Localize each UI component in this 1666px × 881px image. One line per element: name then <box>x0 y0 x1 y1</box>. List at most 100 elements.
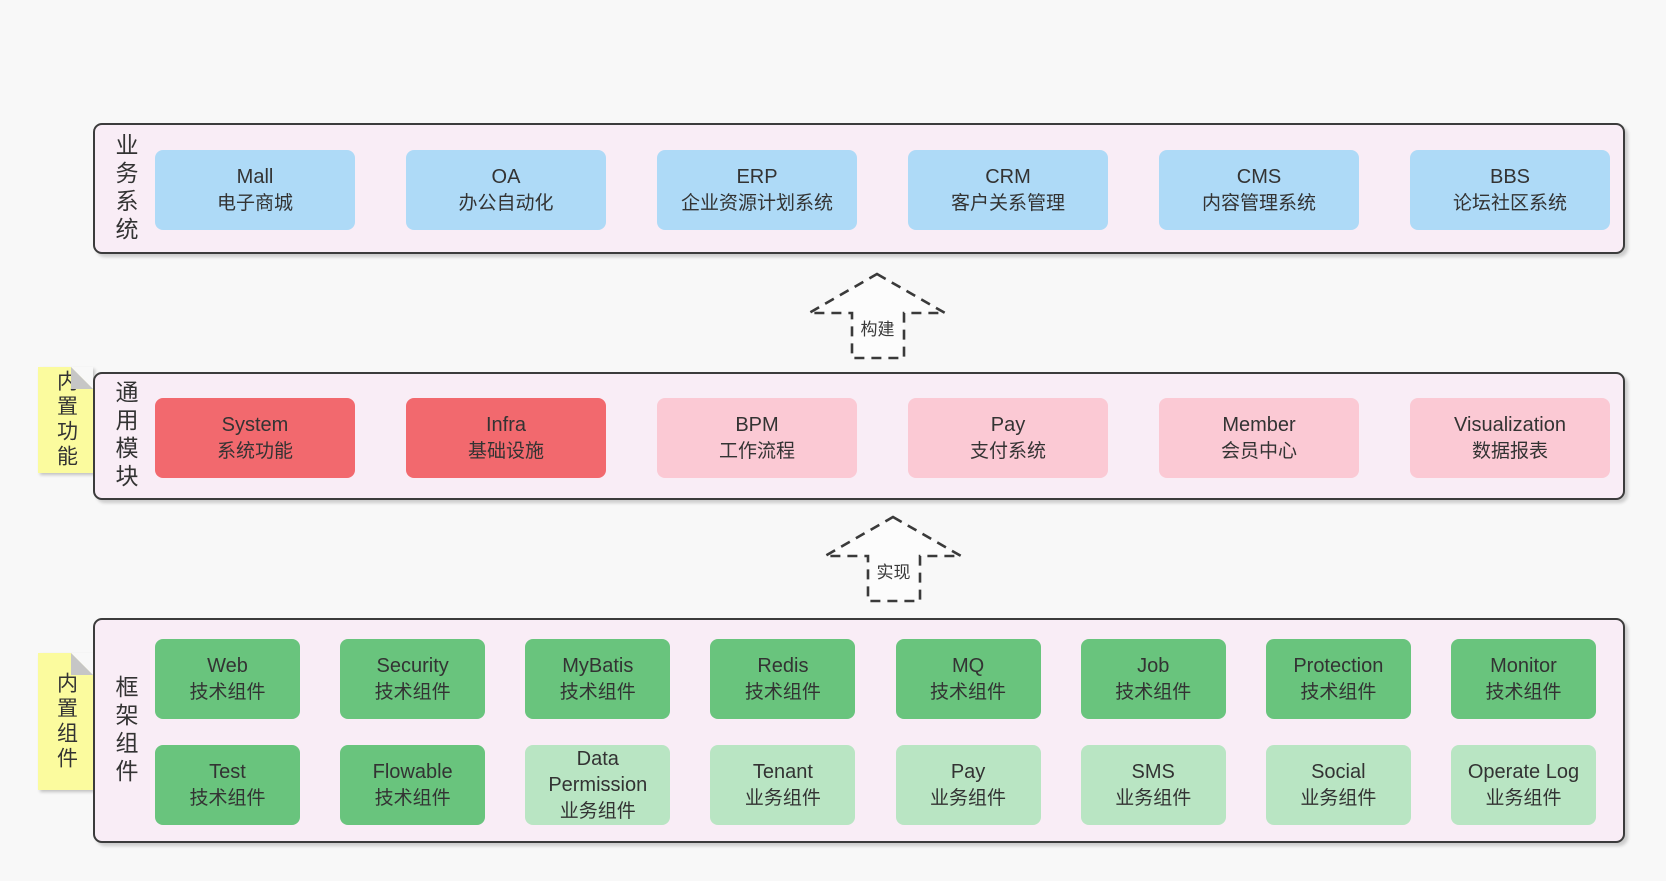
box-title: Job <box>1137 655 1170 678</box>
note-builtin-features-label: 内置功能 <box>54 370 78 470</box>
box-components-monitor: Monitor 技术组件 <box>1450 639 1596 719</box>
box-title: MQ <box>951 655 985 678</box>
box-subtitle: 技术组件 <box>1115 681 1192 703</box>
box-title: Web <box>207 655 248 678</box>
box-components-job: Job 技术组件 <box>1080 639 1226 719</box>
band-modules-label: 通用模块 <box>112 380 138 492</box>
folded-corner-icon <box>71 653 93 675</box>
band-modules-rows: System 系统功能 Infra 基础设施 BPM 工作流程 Pay 支付系统 Member 会… <box>95 374 1623 498</box>
implement-arrow: 实现 <box>823 514 964 605</box>
box-business-erp: ERP 企业资源计划系统 <box>657 150 857 230</box>
box-subtitle: 技术组件 <box>930 681 1007 703</box>
box-subtitle: 业务组件 <box>930 787 1007 809</box>
box-title: Tenant <box>752 761 813 784</box>
box-title: Redis <box>757 655 809 678</box>
box-modules-bpm: BPM 工作流程 <box>657 398 857 478</box>
box-subtitle: 技术组件 <box>374 681 451 703</box>
band-framework-components: 框架组件 Web 技术组件 Security 技术组件 MyBatis 技术组件 Redis… <box>93 618 1625 843</box>
box-subtitle: 技术组件 <box>559 681 636 703</box>
box-subtitle: 办公自动化 <box>458 192 554 214</box>
box-business-crm: CRM 客户关系管理 <box>908 150 1108 230</box>
box-title: SMS <box>1131 761 1175 784</box>
box-title: System <box>221 414 289 437</box>
note-builtin-components-label: 内置组件 <box>54 671 78 772</box>
box-title: Protection <box>1293 655 1384 678</box>
box-subtitle: 系统功能 <box>216 440 293 462</box>
box-subtitle: 内容管理系统 <box>1201 192 1316 214</box>
box-business-oa: OA 办公自动化 <box>406 150 606 230</box>
box-modules-infra: Infra 基础设施 <box>406 398 606 478</box>
box-title: BPM <box>735 414 779 437</box>
box-business-cms: CMS 内容管理系统 <box>1159 150 1359 230</box>
box-components-pay: Pay 业务组件 <box>895 745 1041 825</box>
box-business-bbs: BBS 论坛社区系统 <box>1410 150 1610 230</box>
box-subtitle: 业务组件 <box>559 800 636 822</box>
box-subtitle: 业务组件 <box>1485 787 1562 809</box>
box-subtitle: 技术组件 <box>189 787 266 809</box>
box-title: MyBatis <box>562 655 634 678</box>
box-modules-visualization: Visualization 数据报表 <box>1410 398 1610 478</box>
box-subtitle: 技术组件 <box>189 681 266 703</box>
build-arrow: 构建 <box>807 271 948 362</box>
box-title: Pay <box>950 761 986 784</box>
box-components-flowable: Flowable 技术组件 <box>340 745 486 825</box>
box-subtitle: 业务组件 <box>744 787 821 809</box>
box-title: Visualization <box>1454 414 1566 437</box>
band-modules-row-1: System 系统功能 Infra 基础设施 BPM 工作流程 Pay 支付系统 Member 会… <box>155 398 1610 478</box>
box-subtitle: 技术组件 <box>1300 681 1377 703</box>
box-subtitle: 客户关系管理 <box>950 192 1065 214</box>
build-arrow-label: 构建 <box>857 315 898 340</box>
box-subtitle: 企业资源计划系统 <box>680 192 833 214</box>
box-components-mybatis: MyBatis 技术组件 <box>525 639 671 719</box>
box-title: CRM <box>985 166 1031 189</box>
box-components-tenant: Tenant 业务组件 <box>710 745 856 825</box>
box-title: CMS <box>1236 166 1282 189</box>
box-title: Pay <box>990 414 1026 437</box>
box-title: Member <box>1222 414 1296 437</box>
box-components-operate-log: Operate Log 业务组件 <box>1450 745 1596 825</box>
box-subtitle: 技术组件 <box>1485 681 1562 703</box>
folded-corner-icon <box>71 367 93 389</box>
box-components-web: Web 技术组件 <box>155 639 300 719</box>
sticky-note-builtin-features: 内置功能 <box>38 367 93 473</box>
box-title: Monitor <box>1490 655 1557 678</box>
box-subtitle: 基础设施 <box>467 440 544 462</box>
box-subtitle: 论坛社区系统 <box>1452 192 1567 214</box>
band-business-label: 业务系统 <box>112 132 138 245</box>
box-subtitle: 工作流程 <box>718 440 795 462</box>
box-subtitle: 支付系统 <box>969 440 1046 462</box>
box-subtitle: 技术组件 <box>374 787 451 809</box>
box-title: BBS <box>1489 166 1531 189</box>
box-title: OA <box>491 166 521 189</box>
box-title: Operate Log <box>1467 761 1580 784</box>
box-title: Infra <box>485 414 527 437</box>
box-components-security: Security 技术组件 <box>340 639 486 719</box>
box-modules-member: Member 会员中心 <box>1159 398 1359 478</box>
box-subtitle: 业务组件 <box>1300 787 1377 809</box>
box-components-social: Social 业务组件 <box>1265 745 1411 825</box>
box-subtitle: 数据报表 <box>1471 440 1548 462</box>
box-title: Flowable <box>372 761 453 784</box>
box-title: ERP <box>736 166 778 189</box>
box-subtitle: 电子商城 <box>216 192 293 214</box>
box-modules-pay: Pay 支付系统 <box>908 398 1108 478</box>
box-components-protection: Protection 技术组件 <box>1265 639 1411 719</box>
box-subtitle: 会员中心 <box>1220 440 1297 462</box>
box-modules-system: System 系统功能 <box>155 398 355 478</box>
band-components-label: 框架组件 <box>112 674 138 787</box>
sticky-note-builtin-components: 内置组件 <box>38 653 93 790</box>
box-title: Security <box>376 655 449 678</box>
box-subtitle: 业务组件 <box>1115 787 1192 809</box>
box-title: Social <box>1311 761 1366 784</box>
